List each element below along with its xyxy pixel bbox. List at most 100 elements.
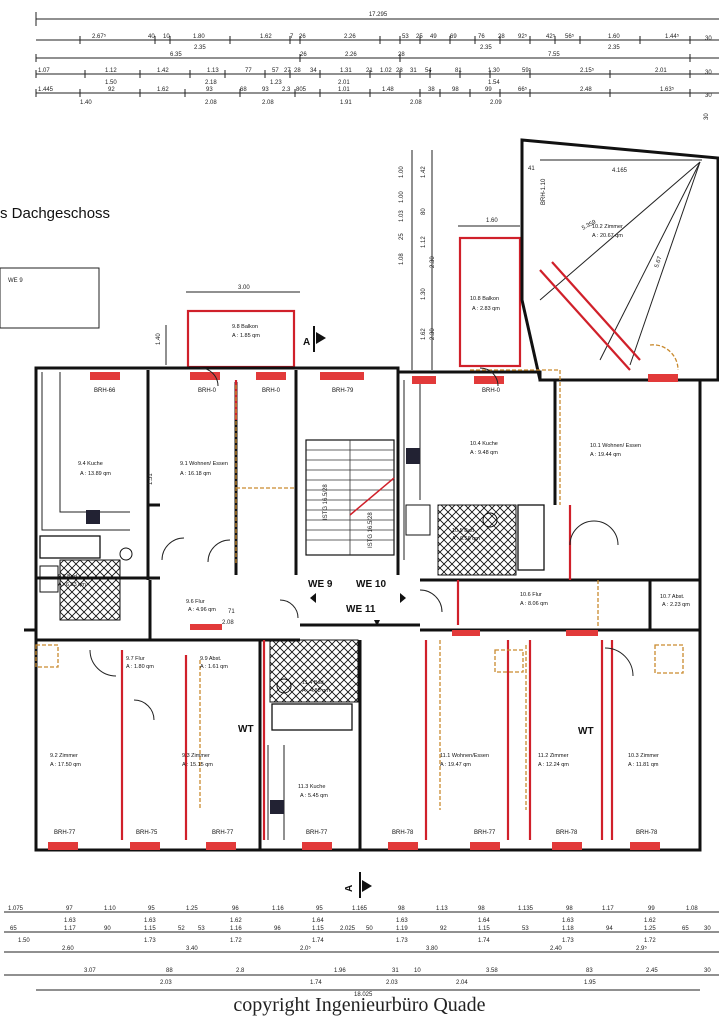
room-name: 10.4 Kuche bbox=[470, 441, 498, 447]
dim-label: 2.0⁵ bbox=[300, 945, 311, 952]
room-name: 10.6 Flur bbox=[520, 592, 542, 598]
unit-label-we9: WE 9 bbox=[308, 579, 333, 590]
dim-label: 1.15 bbox=[144, 926, 156, 932]
window bbox=[474, 376, 504, 384]
copyright-notice: copyright Ingenieurbüro Quade bbox=[233, 994, 486, 1016]
dim-label: 1.74 bbox=[312, 938, 324, 944]
window bbox=[470, 842, 500, 850]
dim-label: 92 bbox=[440, 926, 447, 932]
wt-label: WT bbox=[578, 726, 594, 737]
dim-label: 31 bbox=[392, 968, 399, 974]
arrow-right-icon bbox=[400, 593, 406, 603]
dim-label: 1.19 bbox=[396, 926, 408, 932]
dim-label: 2.15⁵ bbox=[580, 67, 595, 74]
room-area: A : 4.88 qm bbox=[302, 688, 330, 694]
dim-label: 1.95 bbox=[584, 980, 596, 986]
dim-label: 34 bbox=[310, 68, 317, 74]
dim-label: 95 bbox=[148, 906, 155, 912]
dim-label: 93 bbox=[206, 87, 213, 93]
dim-label: 1.73 bbox=[562, 938, 574, 944]
dim-label: 3.40 bbox=[186, 946, 198, 952]
dim-label: 50 bbox=[366, 926, 373, 932]
room-area: A : 12.24 qm bbox=[538, 762, 569, 768]
dim-label: 1.60 bbox=[608, 34, 620, 40]
dim-label: 805 bbox=[296, 87, 307, 93]
dim-label: 1.40 bbox=[156, 333, 162, 345]
dim-label: 1.01 bbox=[338, 87, 350, 93]
room-name: 9.1 Wohnen/ Essen bbox=[180, 461, 228, 467]
brh-label: BRH-75 bbox=[136, 830, 158, 836]
plan-title: s Dachgeschoss bbox=[0, 205, 110, 222]
dim-label: 2.35 bbox=[608, 45, 620, 51]
dim-label: 66⁵ bbox=[518, 86, 528, 93]
room-area: A : 20.67 qm bbox=[592, 233, 623, 239]
bottom-dimension-chains: 1.075 97 1.10 95 1.25 96 1.16 95 1.165 9… bbox=[4, 906, 719, 998]
unit-label-we11: WE 11 bbox=[346, 604, 376, 615]
window bbox=[566, 630, 598, 636]
wt-label: WT bbox=[238, 724, 254, 735]
dim-label: 2.01 bbox=[338, 80, 350, 86]
dim-label: 96 bbox=[232, 906, 239, 912]
windows: BRH-66 BRH-0 BRH-0 BRH-79 BRH-0 BRH-77 B… bbox=[48, 372, 678, 850]
dim-label: 2.30 bbox=[430, 256, 436, 268]
dim-label: 54 bbox=[425, 68, 432, 74]
room-name: 11.3 Kuche bbox=[298, 784, 325, 790]
dim-label: 53 bbox=[198, 926, 205, 932]
room-area: A : 19.47 qm bbox=[440, 762, 471, 768]
window bbox=[190, 372, 220, 380]
dim-label: 1.96 bbox=[334, 968, 346, 974]
room-name: 9.3 Zimmer bbox=[182, 753, 210, 759]
room-area: A : 4.96 qm bbox=[188, 607, 216, 613]
dim-label: 98 bbox=[478, 906, 485, 912]
dim-label: 41 bbox=[528, 166, 535, 172]
dim-label: 1.31 bbox=[340, 68, 352, 74]
dim-label: 95 bbox=[316, 906, 323, 912]
dim-label: 1.48 bbox=[382, 87, 394, 93]
dim-label: 30 bbox=[704, 968, 711, 974]
dim-label: 2.08 bbox=[222, 620, 234, 626]
room-name: 9.2 Zimmer bbox=[50, 753, 78, 759]
dim-label: 57 bbox=[272, 68, 279, 74]
window bbox=[90, 372, 120, 380]
dim-label: 49 bbox=[430, 34, 437, 40]
dim-label: 1.00 bbox=[399, 166, 405, 178]
dim-label: 97 bbox=[66, 906, 73, 912]
dim-label: 81 bbox=[455, 68, 462, 74]
balcony-width-label: 1.60 bbox=[486, 218, 498, 224]
brh-label: BRH-77 bbox=[212, 830, 234, 836]
dim-label: 1.25 bbox=[186, 906, 198, 912]
kitchen-10-4: 10.4 Kuche A : 9.48 qm bbox=[403, 380, 498, 560]
dim-label: 1.02 bbox=[380, 68, 392, 74]
dim-label: 1.30 bbox=[488, 68, 500, 74]
room-name: 9.4 Kuche bbox=[78, 461, 103, 467]
dim-label: 30 bbox=[705, 36, 712, 42]
dim-label: 1.30 bbox=[421, 288, 427, 300]
window bbox=[256, 372, 286, 380]
room-name: 9.6 Flur bbox=[186, 599, 205, 605]
section-letter: A bbox=[344, 885, 355, 892]
dim-label: 2.60 bbox=[62, 946, 74, 952]
dim-label: 2.45 bbox=[646, 968, 658, 974]
staircase: ISTG 16.5/28 ISTG 16.5/28 bbox=[305, 439, 395, 556]
dim-label: 42⁵ bbox=[546, 33, 556, 40]
dim-label: 1.62 bbox=[421, 328, 427, 340]
window bbox=[190, 624, 222, 630]
dim-label: 80 bbox=[421, 208, 427, 215]
brh-label: BRH-1.10 bbox=[541, 178, 547, 205]
dim-label: 1.445 bbox=[38, 87, 54, 93]
dim-label: 1.91 bbox=[340, 100, 352, 106]
room-area: A : 8.06 qm bbox=[520, 601, 548, 607]
dim-label: 25 bbox=[399, 233, 405, 240]
balcony-we10: 1.60 10.8 Balkon A : 2.83 qm bbox=[458, 218, 522, 368]
dim-label: 1.165 bbox=[352, 906, 368, 912]
room-name: 10.1 Wohnen/ Essen bbox=[590, 443, 641, 449]
dim-label: 1.08 bbox=[686, 906, 698, 912]
dim-label: 1.62 bbox=[157, 87, 169, 93]
room-name: 11.4 Bad bbox=[302, 680, 324, 686]
dim-label: 3.58 bbox=[486, 968, 498, 974]
window bbox=[206, 842, 236, 850]
dim-label: 99 bbox=[485, 87, 492, 93]
dim-label: 2.01 bbox=[655, 68, 667, 74]
dim-label: 77 bbox=[245, 68, 252, 74]
brh-label: BRH-0 bbox=[482, 388, 501, 394]
